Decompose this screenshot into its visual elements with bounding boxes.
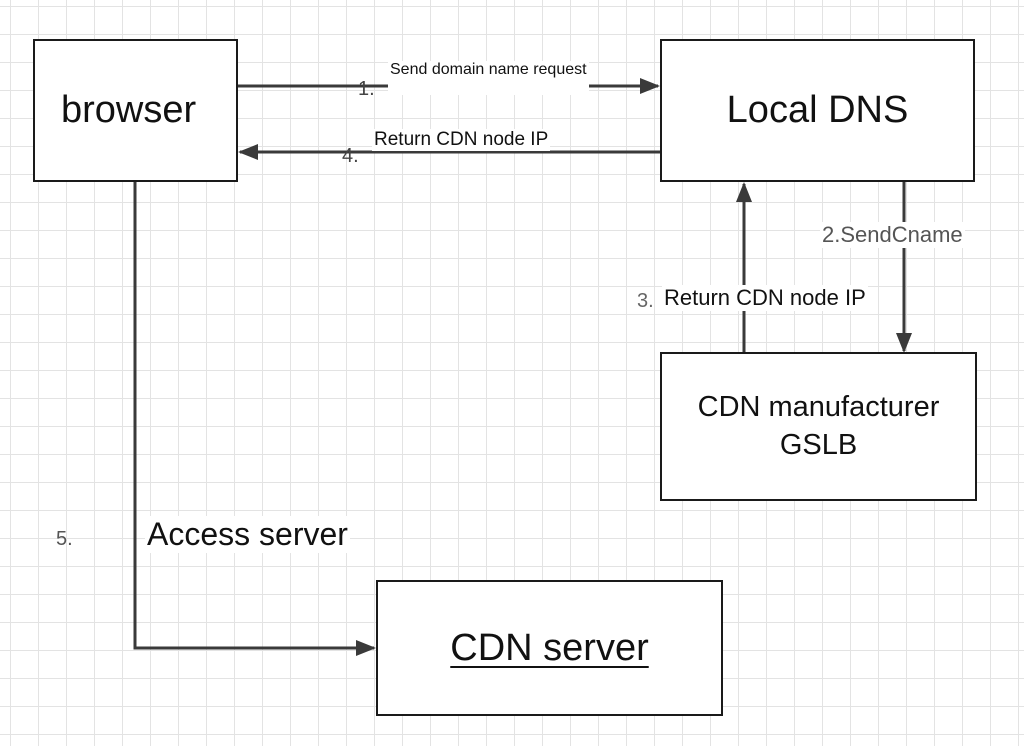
gslb-label-line1: CDN manufacturer (697, 390, 940, 423)
step-1-label: Send domain name request (388, 61, 589, 95)
arrow-step-5 (133, 182, 376, 656)
local-dns-node: Local DNS (660, 39, 975, 182)
browser-node: browser (33, 39, 238, 182)
browser-label: browser (61, 89, 197, 131)
gslb-label-line2: GSLB (779, 428, 858, 461)
step-2-label: 2.SendCname (820, 222, 965, 248)
local-dns-label: Local DNS (726, 89, 909, 131)
step-3-label: Return CDN node IP (662, 285, 868, 311)
cdn-server-node: CDN server (376, 580, 723, 716)
step-1-number: 1. (358, 78, 375, 100)
cdn-server-label: CDN server (450, 626, 649, 669)
step-4-label: Return CDN node IP (372, 129, 551, 151)
step-4-number: 4. (342, 145, 359, 167)
gslb-node: CDN manufacturer GSLB (660, 352, 977, 501)
step-5-label: Access server (145, 516, 350, 553)
step-3-number: 3. (637, 290, 654, 312)
step-5-number: 5. (56, 528, 73, 550)
